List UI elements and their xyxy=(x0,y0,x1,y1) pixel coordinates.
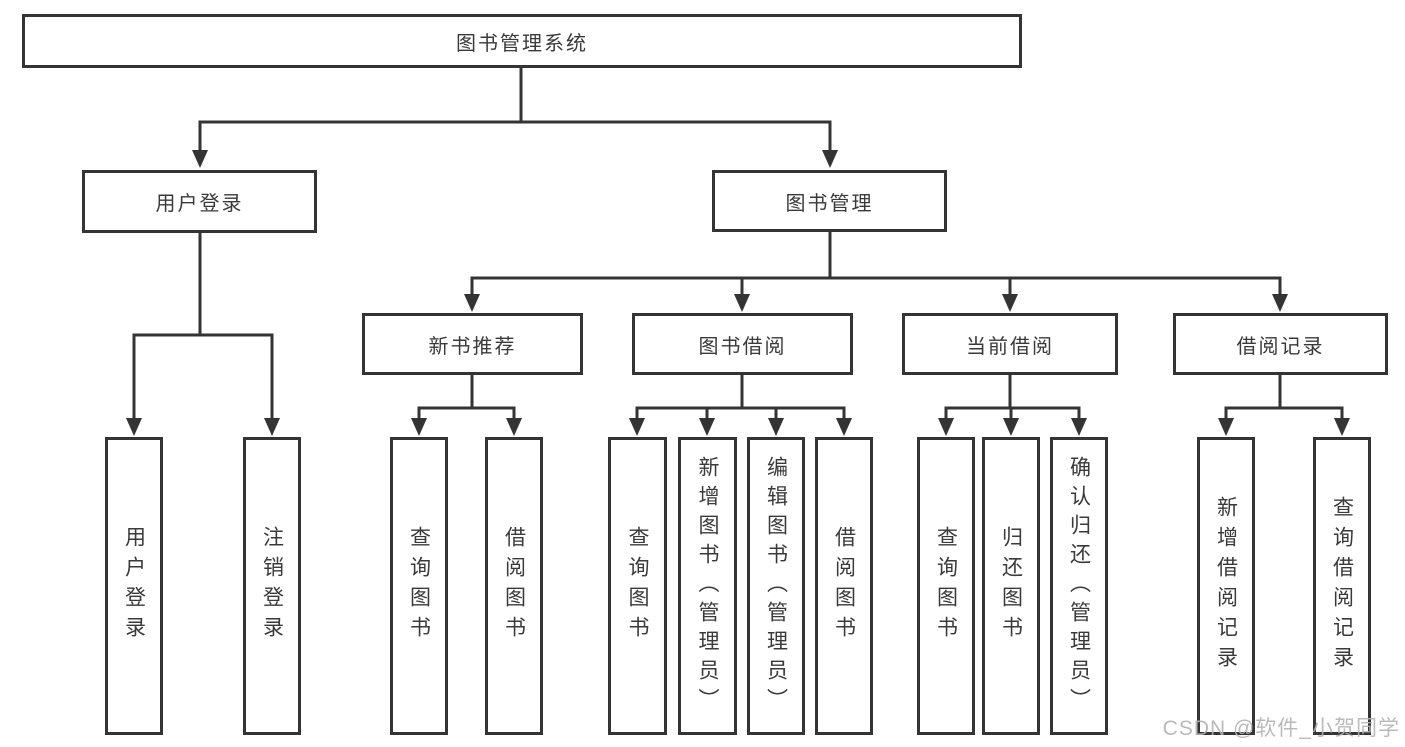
leaf-borrow-add-books-admin: 新增图书（管理员） xyxy=(678,437,737,735)
leaf-logout: 注销登录 xyxy=(243,437,301,735)
leaf-records-add-record: 新增借阅记录 xyxy=(1197,437,1255,735)
node-root-label: 图书管理系统 xyxy=(456,32,588,55)
leaf-current-query-books-label: 查询图书 xyxy=(934,526,958,646)
leaf-borrow-add-books-admin-label: 新增图书（管理员） xyxy=(696,455,719,717)
node-user-login: 用户登录 xyxy=(82,170,317,233)
leaf-user-login-label: 用户登录 xyxy=(122,526,146,646)
node-book-management: 图书管理 xyxy=(712,170,947,232)
leaf-records-add-record-label: 新增借阅记录 xyxy=(1214,496,1238,676)
node-current-borrow-label: 当前借阅 xyxy=(966,335,1054,358)
node-root-system: 图书管理系统 xyxy=(22,14,1022,68)
node-book-borrow-label: 图书借阅 xyxy=(698,335,787,358)
leaf-recommend-query-books: 查询图书 xyxy=(390,437,448,735)
leaf-user-login: 用户登录 xyxy=(105,437,163,735)
node-book-borrow: 图书借阅 xyxy=(632,313,853,375)
leaf-current-confirm-return-admin: 确认归还（管理员） xyxy=(1050,437,1108,735)
leaf-logout-label: 注销登录 xyxy=(260,526,284,646)
leaf-borrow-edit-books-admin: 编辑图书（管理员） xyxy=(747,437,805,735)
node-new-book-recommend: 新书推荐 xyxy=(362,313,583,375)
node-book-management-label: 图书管理 xyxy=(785,192,874,215)
leaf-records-query-record-label: 查询借阅记录 xyxy=(1330,496,1354,676)
leaf-current-query-books: 查询图书 xyxy=(917,437,975,735)
leaf-borrow-borrow-books-label: 借阅图书 xyxy=(832,526,856,646)
leaf-borrow-query-books: 查询图书 xyxy=(608,437,667,735)
node-user-login-label: 用户登录 xyxy=(155,193,244,215)
leaf-recommend-query-books-label: 查询图书 xyxy=(407,526,431,646)
node-new-book-recommend-label: 新书推荐 xyxy=(428,335,517,358)
leaf-records-query-record: 查询借阅记录 xyxy=(1313,437,1371,735)
leaf-recommend-borrow-books-label: 借阅图书 xyxy=(502,526,526,646)
leaf-current-confirm-return-admin-label: 确认归还（管理员） xyxy=(1067,455,1091,717)
leaf-borrow-borrow-books: 借阅图书 xyxy=(815,437,873,735)
leaf-current-return-books: 归还图书 xyxy=(982,437,1040,735)
node-current-borrow: 当前借阅 xyxy=(902,313,1118,375)
node-borrow-records-label: 借阅记录 xyxy=(1236,335,1325,358)
leaf-borrow-query-books-label: 查询图书 xyxy=(626,526,649,646)
leaf-current-return-books-label: 归还图书 xyxy=(999,526,1023,646)
leaf-recommend-borrow-books: 借阅图书 xyxy=(485,437,543,735)
csdn-watermark: CSDN @软件_小贺同学 xyxy=(1162,717,1400,740)
leaf-borrow-edit-books-admin-label: 编辑图书（管理员） xyxy=(764,455,788,717)
node-borrow-records: 借阅记录 xyxy=(1173,313,1388,375)
